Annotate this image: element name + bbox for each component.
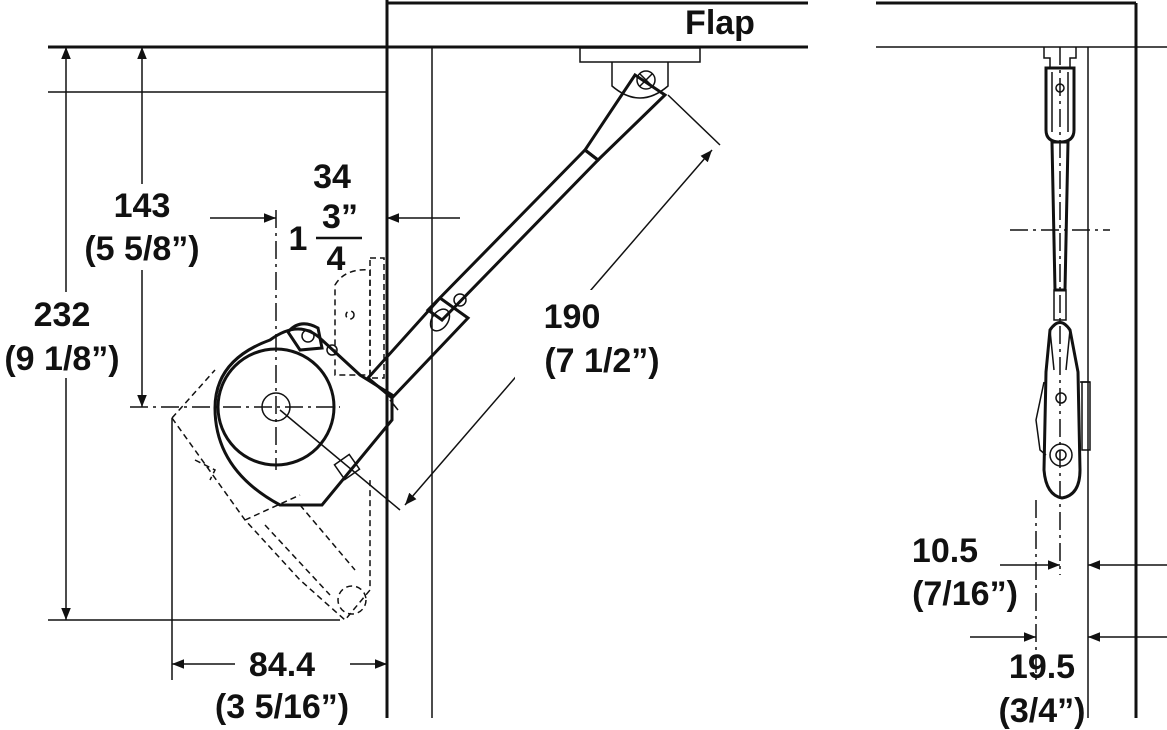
dim-190-mm: 190 <box>544 298 601 336</box>
dim-19-in: (3/4”) <box>999 692 1086 730</box>
dim-10-in: (7/16”) <box>912 575 1018 613</box>
dim-84-in: (3 5/16”) <box>215 688 349 726</box>
dimension-190: 190 (7 1/2”) <box>404 94 721 506</box>
dim-143-in: (5 5/8”) <box>84 230 199 268</box>
dim-34-in-denominator: 4 <box>327 240 346 278</box>
dimension-232: 232 (9 1/8”) <box>0 47 130 620</box>
dim-232-mm: 232 <box>34 296 91 334</box>
dim-34-in-numerator: 3” <box>322 198 358 236</box>
flap-label: Flap <box>685 4 755 42</box>
dim-143-mm: 143 <box>114 187 171 225</box>
dim-190-in: (7 1/2”) <box>544 342 659 380</box>
flap-mount-plate <box>579 47 701 99</box>
dimension-34: 34 1 3” 4 <box>210 158 460 278</box>
dim-34-in-whole: 1 <box>289 220 308 258</box>
dim-10-mm: 10.5 <box>912 532 978 570</box>
closed-position-ghost <box>171 257 385 622</box>
dim-19-mm: 19.5 <box>1009 648 1075 686</box>
center-lines <box>130 210 401 511</box>
side-view-mechanism <box>1035 47 1091 500</box>
dimension-10-5: 10.5 (7/16”) <box>912 532 1167 613</box>
dim-34-mm: 34 <box>313 158 351 196</box>
dimension-143: 143 (5 5/8”) <box>78 47 208 407</box>
side-view-center-lines <box>1010 47 1110 680</box>
dimension-19-5: 19.5 (3/4”) <box>970 632 1167 730</box>
dim-84-mm: 84.4 <box>249 646 315 684</box>
dim-232-in: (9 1/8”) <box>4 340 119 378</box>
dimension-84-4: 84.4 (3 5/16”) <box>171 418 387 726</box>
